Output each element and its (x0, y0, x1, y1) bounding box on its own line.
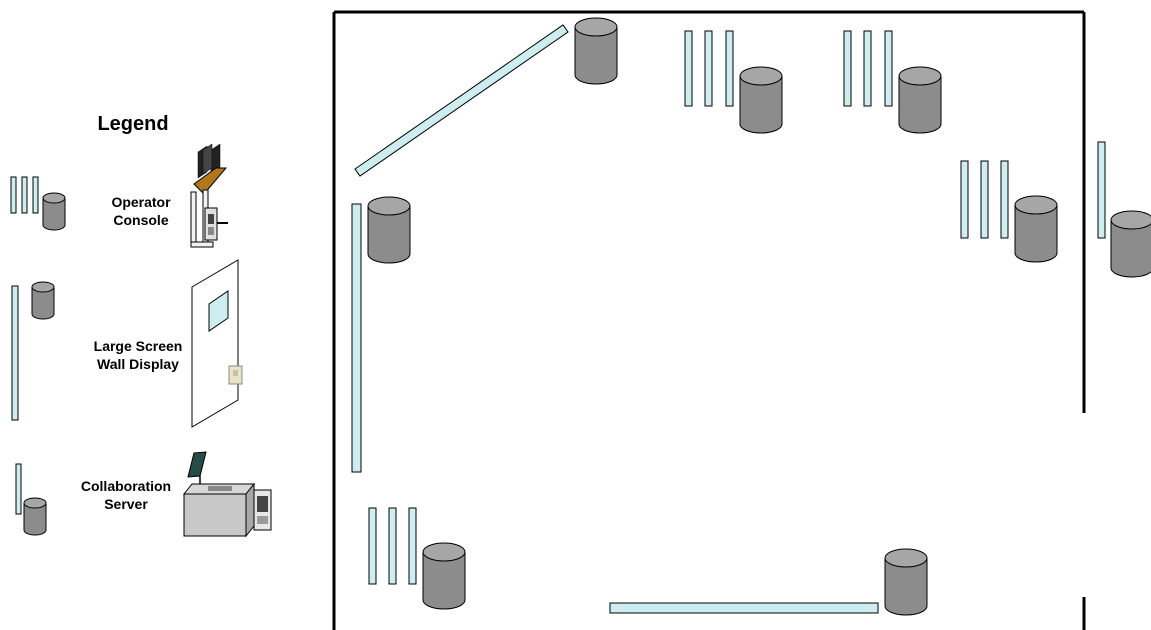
wall-display-panel-bottom (609, 602, 879, 614)
legend-operator-console-symbol (10, 176, 66, 231)
server-cylinder-left (367, 196, 411, 264)
operator-console-right (960, 160, 1058, 263)
server-cylinder-bottom (884, 548, 928, 616)
wall-display-panel-diagonal (354, 24, 569, 177)
legend-label-line: Console (113, 211, 169, 228)
legend-label-line: Wall Display (97, 355, 179, 372)
legend-label-wall-display: Large Screen Wall Display (70, 338, 206, 373)
legend-wall-display-symbol (11, 281, 55, 421)
legend-label-collaboration-server: Collaboration Server (58, 478, 194, 513)
wall-display-panel-left (351, 203, 362, 473)
legend-title: Legend (97, 113, 169, 135)
legend-label-line: Server (104, 495, 148, 512)
legend-label-line: Operator (111, 194, 171, 210)
collaboration-server-icon (182, 451, 272, 538)
operator-console-bottom-left (368, 507, 466, 610)
room-walls (332, 10, 1086, 630)
server-cylinder-top-left (574, 17, 618, 85)
legend-label-line: Collaboration (80, 478, 172, 494)
operator-console-top-2 (843, 30, 942, 134)
legend-label-line: Large Screen (93, 338, 183, 354)
operator-console-top-1 (684, 30, 783, 134)
operator-console-icon (190, 143, 228, 248)
wall-display-icon (191, 259, 243, 428)
legend-collaboration-server-symbol (15, 463, 47, 536)
collaboration-station-outside (1097, 141, 1151, 278)
legend-label-operator-console: Operator Console (96, 194, 186, 229)
